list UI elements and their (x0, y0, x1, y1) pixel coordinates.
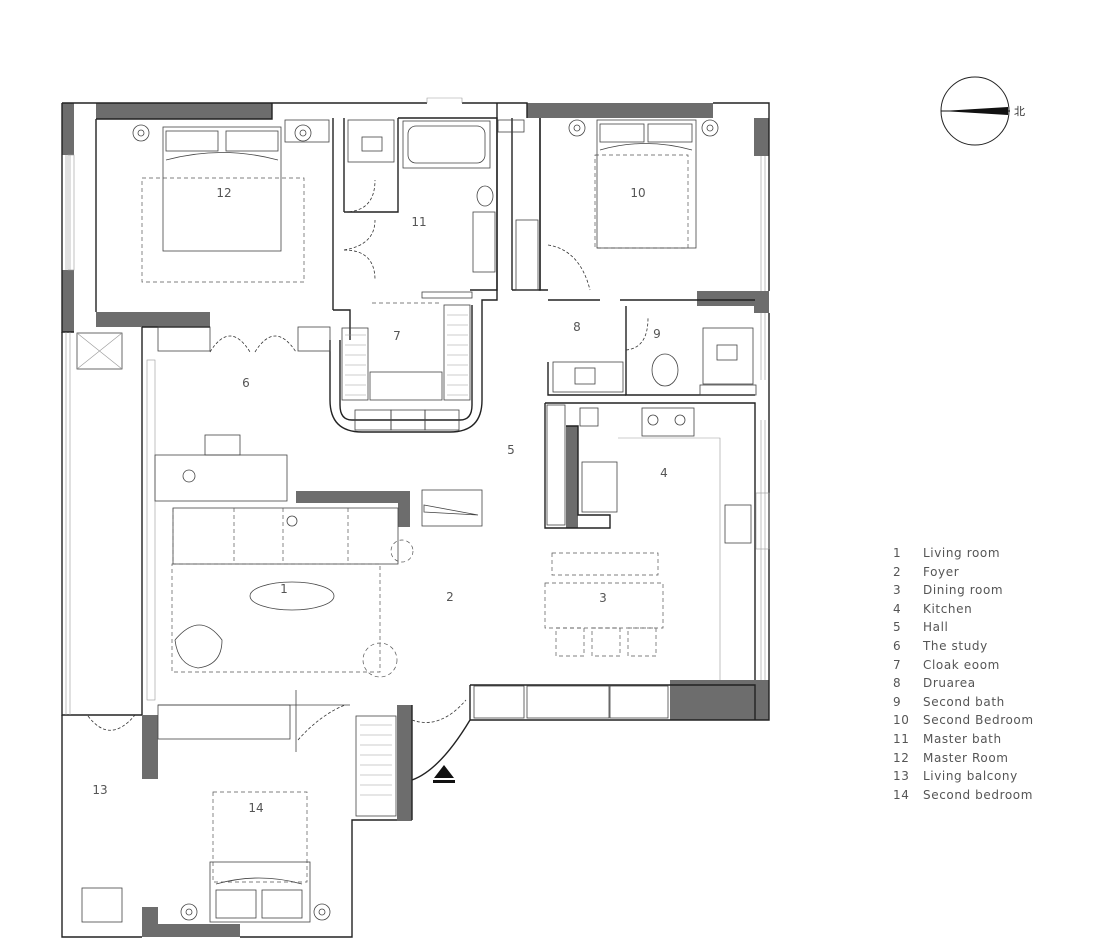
legend-number: 6 (893, 638, 902, 653)
legend-item: 11 Master bath (893, 730, 1034, 749)
second-bedroom-furniture (568, 119, 719, 249)
legend-label: Living room (923, 546, 1001, 560)
legend-number: 13 (893, 769, 910, 784)
room-number: 10 (630, 186, 645, 200)
dining-furniture (544, 552, 664, 657)
legend-number: 5 (893, 620, 902, 635)
study-and-living-furniture (76, 326, 483, 678)
legend-number: 14 (893, 787, 910, 802)
room-number: 6 (242, 376, 250, 390)
windows (65, 97, 770, 715)
room-number: 4 (660, 466, 668, 480)
room-number: 9 (653, 327, 661, 341)
legend-label: Master Room (923, 750, 1009, 765)
legend-item: 3 Dining room (893, 581, 1034, 600)
interior-walls (141, 103, 756, 715)
bedroom-14-and-balcony-furniture (81, 704, 397, 923)
legend-item: 9 Second bath (893, 693, 1034, 712)
master-bath-fixtures (343, 119, 539, 291)
legend-label: Cloak eoom (923, 657, 1000, 672)
legend-label: Foyer (923, 564, 960, 579)
room-number: 14 (248, 801, 263, 815)
second-bath-fixtures (547, 244, 757, 396)
room-number: 1 (280, 582, 288, 596)
compass-label: 北 (1014, 105, 1025, 118)
legend-label: Second Bedroom (923, 713, 1034, 728)
north-arrow-icon (940, 76, 1010, 146)
room-number: 11 (411, 215, 426, 229)
entrance-arrow-icon (433, 765, 455, 783)
legend-label: Second bedroom (923, 787, 1034, 802)
legend-number: 8 (893, 676, 902, 691)
cloak-room-shelves (341, 291, 473, 431)
room-number: 2 (446, 590, 454, 604)
legend-item: 6 The study (893, 637, 1034, 656)
legend-label: Hall (923, 620, 949, 635)
master-room-furniture (132, 119, 330, 283)
legend-item: 14 Second bedroom (893, 786, 1034, 805)
legend-item: 2 Foyer (893, 563, 1034, 582)
legend-number: 7 (893, 657, 902, 672)
legend-item: 5 Hall (893, 618, 1034, 637)
legend-item: 12 Master Room (893, 749, 1034, 768)
legend-item: 1 Living room (893, 544, 1034, 563)
exterior-walls (62, 103, 769, 937)
legend-item: 13 Living balcony (893, 767, 1034, 786)
room-legend: 1 Living room 2 Foyer 3 Dining room 4 Kitche… (893, 544, 1034, 804)
legend-item: 7 Cloak eoom (893, 656, 1034, 675)
legend-item: 4 Kitchen (893, 600, 1034, 619)
legend-label: Kitchen (923, 601, 973, 616)
legend-number: 4 (893, 601, 902, 616)
room-number: 3 (599, 591, 607, 605)
legend-label: Master bath (923, 731, 1002, 746)
wall-outlines (61, 102, 770, 938)
legend-number: 1 (893, 546, 902, 560)
legend-label: Second bath (923, 694, 1005, 709)
room-number: 8 (573, 320, 581, 334)
room-numbers: 1 2 3 4 5 6 7 8 9 10 11 12 13 14 (92, 186, 667, 815)
legend-label: Druarea (923, 676, 976, 691)
room-number: 13 (92, 783, 107, 797)
legend-item: 10 Second Bedroom (893, 711, 1034, 730)
legend-number: 10 (893, 713, 910, 728)
legend-number: 11 (893, 731, 910, 746)
legend-label: Living balcony (923, 769, 1018, 784)
doors (411, 685, 669, 723)
room-number: 7 (393, 329, 401, 343)
kitchen-fixtures (546, 404, 752, 680)
room-number: 5 (507, 443, 515, 457)
legend-number: 3 (893, 583, 902, 598)
legend-number: 12 (893, 750, 910, 765)
legend-item: 8 Druarea (893, 674, 1034, 693)
room-number: 12 (216, 186, 231, 200)
legend-number: 9 (893, 694, 902, 709)
legend-number: 2 (893, 564, 902, 579)
legend-label: Dining room (923, 583, 1004, 598)
legend-label: The study (923, 638, 988, 653)
